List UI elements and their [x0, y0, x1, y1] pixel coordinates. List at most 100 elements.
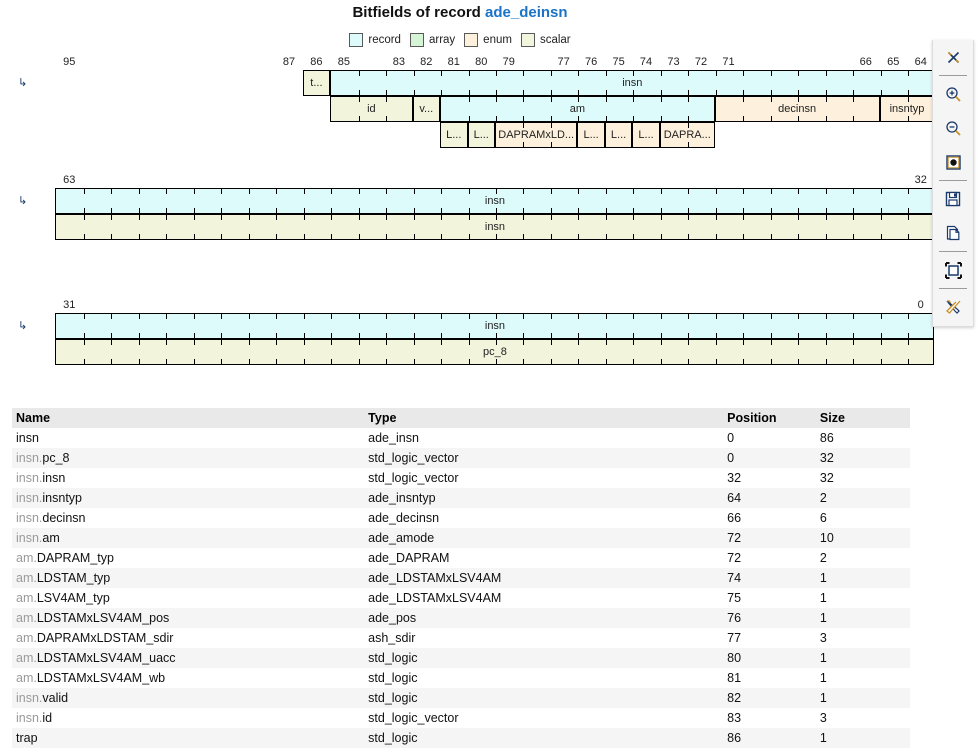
bit-tick-mark-icon [83, 189, 85, 194]
bitfield-cell[interactable]: v... [412, 96, 441, 122]
bit-tick-mark-icon [715, 215, 717, 220]
bit-tick-mark-icon [221, 340, 223, 345]
close-icon[interactable] [933, 40, 973, 74]
column-header-type[interactable]: Type [364, 408, 724, 428]
bitfield-cell[interactable]: L... [604, 122, 633, 148]
bit-tick-mark-icon [138, 208, 140, 213]
bitfield-cell[interactable]: insn [55, 313, 935, 339]
bitfield-cell[interactable]: L... [632, 122, 660, 148]
column-header-name[interactable]: Name [12, 408, 365, 428]
bit-tick-mark-icon [798, 314, 800, 319]
bitfield-cell[interactable]: insn [55, 188, 935, 214]
bit-tick-mark-icon [770, 116, 772, 121]
bit-tick-mark-icon [166, 234, 168, 239]
cell-name-leaf: DAPRAM_typ [36, 551, 114, 565]
copy-icon[interactable] [933, 216, 973, 250]
bitfield-cell-label: DAPRAMxLD... [498, 129, 575, 141]
bit-tick-label: 63 [63, 174, 76, 186]
bitfield-cell[interactable]: insn [330, 70, 935, 96]
bit-tick-mark-icon [166, 189, 168, 194]
bit-tick-mark-icon [688, 142, 690, 147]
bit-tick-mark-icon [660, 116, 662, 121]
bit-tick-mark-icon [413, 215, 415, 220]
bit-tick-mark-icon [798, 116, 800, 121]
bit-tick-mark-icon [880, 314, 882, 319]
bit-tick-mark-icon [908, 90, 909, 95]
bit-tick-label: 81 [447, 56, 460, 68]
bit-tick-mark-icon [111, 359, 113, 364]
save-icon[interactable] [933, 182, 973, 216]
cell-type: std_logic_vector [368, 451, 459, 465]
bit-tick-mark-icon [166, 359, 168, 364]
bit-tick-mark-icon [495, 90, 497, 95]
bit-tick-mark-icon [908, 234, 909, 239]
cell-size: 2 [819, 491, 827, 505]
bitfield-cell[interactable]: L... [467, 122, 495, 148]
bitfield-cell-label: pc_8 [483, 346, 507, 358]
bit-tick-mark-icon [358, 314, 360, 319]
bit-tick-mark-icon [660, 208, 662, 213]
bit-tick-mark-icon [413, 71, 415, 76]
bitfield-cell[interactable]: am [440, 96, 715, 122]
cell-type: std_logic [368, 691, 418, 705]
bitfield-cell[interactable]: insn [55, 214, 935, 240]
bit-tick-mark-icon [798, 340, 800, 345]
bit-tick-mark-icon [248, 208, 250, 213]
zoom-reset-icon[interactable] [933, 145, 973, 179]
bit-tick-mark-icon [578, 71, 580, 76]
bit-tick-mark-icon [550, 189, 552, 194]
bitfield-cell[interactable]: L... [440, 122, 468, 148]
bit-tick-mark-icon [523, 208, 525, 213]
bitfield-cell[interactable]: insntyp [879, 96, 935, 122]
bit-tick-mark-icon [798, 215, 800, 220]
bit-tick-mark-icon [770, 359, 772, 364]
bit-tick-mark-icon [303, 215, 305, 220]
bitfield-cell[interactable]: DAPRA... [659, 122, 715, 148]
zoom-in-icon[interactable] [933, 77, 973, 111]
bit-tick-mark-icon [331, 314, 333, 319]
bit-tick-mark-icon [908, 71, 909, 76]
bitfield-cell[interactable]: t... [302, 70, 331, 96]
column-header-size[interactable]: Size [815, 408, 910, 428]
bit-tick-mark-icon [770, 215, 772, 220]
bit-tick-mark-icon [880, 340, 882, 345]
cell-name-prefix: insn. [16, 491, 43, 505]
bitfield-cell[interactable]: id [330, 96, 413, 122]
bit-tick-mark-icon [386, 116, 388, 121]
page-title: Bitfields of record ade_deinsn [0, 4, 920, 21]
zoom-out-icon[interactable] [933, 111, 973, 145]
bit-tick-mark-icon [248, 314, 250, 319]
column-header-position[interactable]: Position [723, 408, 816, 428]
bit-tick-mark-icon [495, 234, 497, 239]
bit-tick-mark-icon [715, 90, 717, 95]
bitfield-cell[interactable]: DAPRAMxLD... [494, 122, 578, 148]
bitfield-cell[interactable]: L... [577, 122, 605, 148]
cell-size: 32 [819, 471, 834, 485]
bitfield-cell[interactable]: decinsn [714, 96, 880, 122]
bit-tick-mark-icon [578, 208, 580, 213]
cell-type: std_logic [368, 651, 418, 665]
bit-tick-mark-icon [193, 333, 195, 338]
bit-tick-mark-icon [138, 333, 140, 338]
fit-icon[interactable] [933, 253, 973, 287]
cell-position: 82 [727, 691, 742, 705]
tools-icon[interactable] [933, 290, 973, 324]
bit-tick-mark-icon [386, 208, 388, 213]
bitfield-cell[interactable]: pc_8 [55, 339, 935, 365]
